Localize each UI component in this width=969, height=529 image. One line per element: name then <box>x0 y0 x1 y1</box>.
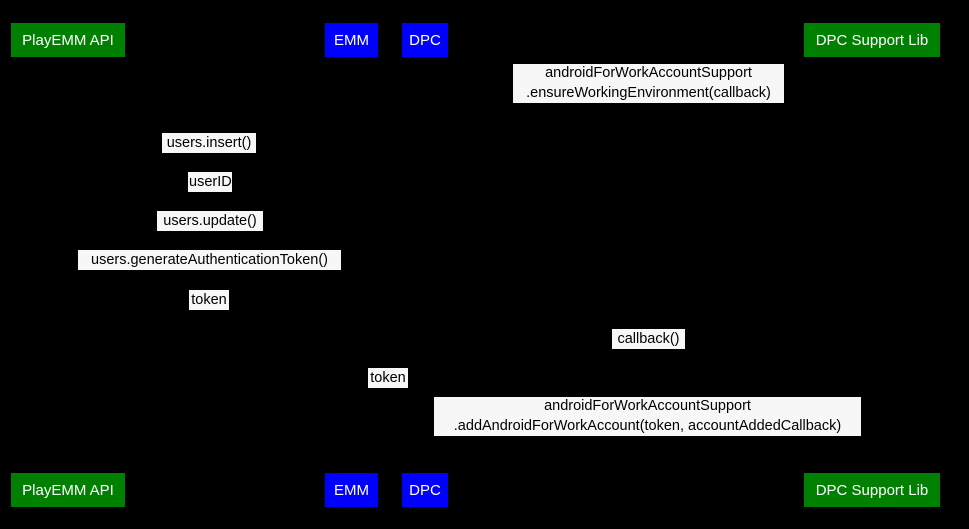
message-label-generate-auth-token: users.generateAuthenticationToken() <box>78 250 341 270</box>
message-label-users-update: users.update() <box>157 211 263 231</box>
message-label-users-insert: users.insert() <box>162 133 256 153</box>
participant-label: DPC <box>409 481 441 499</box>
message-line-1: users.update() <box>163 213 257 229</box>
message-label-ensure-working-environment: androidForWorkAccountSupport .ensureWork… <box>513 64 784 103</box>
message-line-2: .ensureWorkingEnvironment(callback) <box>526 84 771 101</box>
message-line-1: token <box>370 370 406 386</box>
message-line-1: userID <box>189 174 232 190</box>
participant-box-dpc-support-lib-bottom[interactable]: DPC Support Lib <box>804 473 940 507</box>
participant-box-dpc-bottom[interactable]: DPC <box>402 473 448 507</box>
message-line-1: token <box>191 292 227 308</box>
message-line-1: callback() <box>617 331 680 347</box>
participant-label: DPC Support Lib <box>815 481 929 499</box>
participant-label: DPC <box>409 31 441 49</box>
message-label-user-id: userID <box>188 172 232 192</box>
participant-label: EMM <box>334 481 369 499</box>
message-line-2: .addAndroidForWorkAccount(token, account… <box>453 417 842 434</box>
message-label-token-1: token <box>189 290 229 310</box>
participant-label: PlayEMM API <box>22 481 114 499</box>
message-label-callback: callback() <box>612 329 685 349</box>
participant-label: EMM <box>334 31 369 49</box>
message-line-1: androidForWorkAccountSupport <box>545 65 752 81</box>
participant-box-dpc-top[interactable]: DPC <box>402 23 448 57</box>
participant-box-emm-top[interactable]: EMM <box>325 23 378 57</box>
participant-label: DPC Support Lib <box>815 31 929 49</box>
participant-label: PlayEMM API <box>22 31 114 49</box>
message-line-1: users.insert() <box>166 135 252 151</box>
participant-box-playemm-api-top[interactable]: PlayEMM API <box>11 23 125 57</box>
participant-box-emm-bottom[interactable]: EMM <box>325 473 378 507</box>
message-label-token-2: token <box>368 368 408 388</box>
message-line-1: androidForWorkAccountSupport <box>544 398 751 414</box>
message-label-add-android-for-work-account: androidForWorkAccountSupport .addAndroid… <box>434 397 861 436</box>
participant-box-dpc-support-lib-top[interactable]: DPC Support Lib <box>804 23 940 57</box>
message-line-1: users.generateAuthenticationToken() <box>91 252 328 268</box>
participant-box-playemm-api-bottom[interactable]: PlayEMM API <box>11 473 125 507</box>
